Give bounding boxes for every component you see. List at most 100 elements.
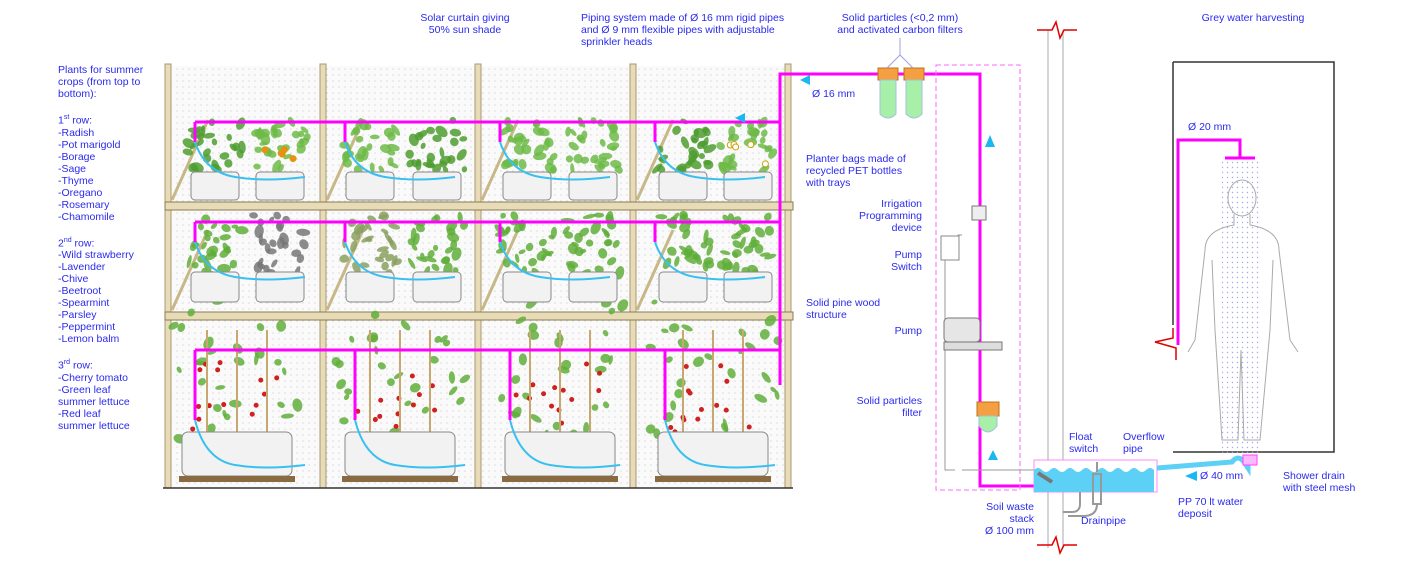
water-deposit-tank — [1033, 459, 1158, 517]
leaf — [594, 365, 607, 374]
leaf — [432, 163, 442, 174]
leaf — [552, 421, 561, 431]
leaf — [257, 257, 264, 267]
leaf — [500, 212, 506, 219]
flower — [261, 146, 269, 154]
break-mark-icon — [1037, 534, 1077, 556]
planter-bag — [502, 171, 552, 201]
cherry-tomato — [274, 375, 280, 381]
wood-post — [629, 63, 637, 489]
leaf — [300, 126, 309, 134]
leaf — [674, 389, 684, 399]
leaf — [505, 226, 511, 234]
leaf — [442, 166, 449, 173]
leaf — [387, 378, 395, 387]
flexible-pipe — [509, 419, 621, 469]
leaf — [518, 249, 526, 255]
leaf — [544, 162, 557, 174]
leaf — [291, 249, 302, 257]
leaf — [378, 165, 385, 173]
leaf — [224, 159, 233, 168]
wood-shelf — [164, 311, 794, 321]
planter-bag — [190, 271, 240, 303]
leaf — [376, 246, 389, 252]
leaf — [221, 223, 231, 233]
label-solar-curtain: Solar curtain giving 50% sun shade — [420, 12, 510, 36]
cherry-tomato — [549, 403, 555, 409]
leaf — [253, 163, 261, 170]
leaf — [511, 375, 521, 384]
label-drainpipe: Drainpipe — [1081, 515, 1126, 527]
leaf — [388, 223, 401, 230]
cherry-tomato — [253, 402, 259, 408]
cherry-tomato — [718, 363, 724, 369]
cherry-tomato — [206, 403, 212, 409]
cherry-tomato — [221, 402, 227, 408]
leaf — [691, 137, 698, 144]
row-ordinal-suffix: rd — [63, 359, 71, 366]
leaf — [201, 241, 207, 250]
leaf — [420, 142, 426, 149]
leaf — [421, 406, 430, 414]
wood-brace — [325, 229, 365, 311]
leaf — [598, 248, 608, 259]
leaf — [269, 239, 277, 248]
leaf — [350, 126, 360, 136]
leaf — [191, 261, 199, 269]
break-mark-icon — [1154, 328, 1177, 360]
tray — [179, 476, 295, 482]
leaf — [697, 140, 708, 147]
leaf — [599, 139, 606, 147]
plant-item: summer lettuce — [58, 395, 130, 408]
cherry-tomato — [687, 390, 693, 396]
leaf — [602, 330, 609, 337]
leaf — [754, 393, 768, 403]
flexible-pipe — [344, 241, 456, 281]
leaf — [727, 134, 734, 142]
leaf — [217, 263, 231, 274]
cherry-tomato — [377, 413, 383, 419]
wood-brace — [170, 229, 210, 311]
leaf — [422, 161, 434, 168]
leaf — [369, 134, 380, 140]
cherry-tomato — [432, 407, 438, 413]
shower-drain-pipe — [1156, 455, 1251, 477]
leaf — [538, 238, 547, 247]
leaf — [354, 153, 365, 163]
leaf — [593, 157, 608, 164]
cherry-tomato — [261, 391, 267, 397]
plant-item: -Peppermint — [58, 321, 116, 333]
leaf — [299, 138, 305, 145]
leaf — [672, 125, 681, 135]
leaf — [387, 131, 396, 141]
leaf — [541, 254, 546, 262]
leaf — [514, 253, 520, 263]
wood-brace — [635, 229, 675, 311]
leaf — [291, 130, 301, 139]
flexible-pipe — [654, 241, 766, 281]
row-ordinal: 2 — [58, 237, 64, 249]
leaf — [722, 214, 729, 222]
leaf — [735, 228, 748, 236]
leaf — [344, 394, 350, 401]
leaf — [274, 358, 282, 366]
plant-item: -Lemon balm — [58, 333, 120, 345]
leaf — [665, 356, 673, 363]
leaf — [264, 243, 271, 254]
leaf — [273, 211, 282, 220]
leaf — [518, 135, 527, 143]
leaf — [276, 320, 287, 332]
leaf — [703, 257, 714, 265]
cherry-tomato — [196, 404, 202, 410]
leaf — [203, 132, 216, 139]
leaf — [238, 140, 246, 154]
leaf — [532, 126, 545, 136]
flower — [747, 141, 755, 149]
cherry-tomato — [372, 417, 378, 423]
leaf — [543, 138, 551, 151]
leaf — [231, 224, 239, 229]
cherry-tomato — [698, 407, 704, 413]
leaf — [209, 249, 217, 257]
leaf — [591, 404, 599, 411]
leaf — [391, 124, 401, 136]
